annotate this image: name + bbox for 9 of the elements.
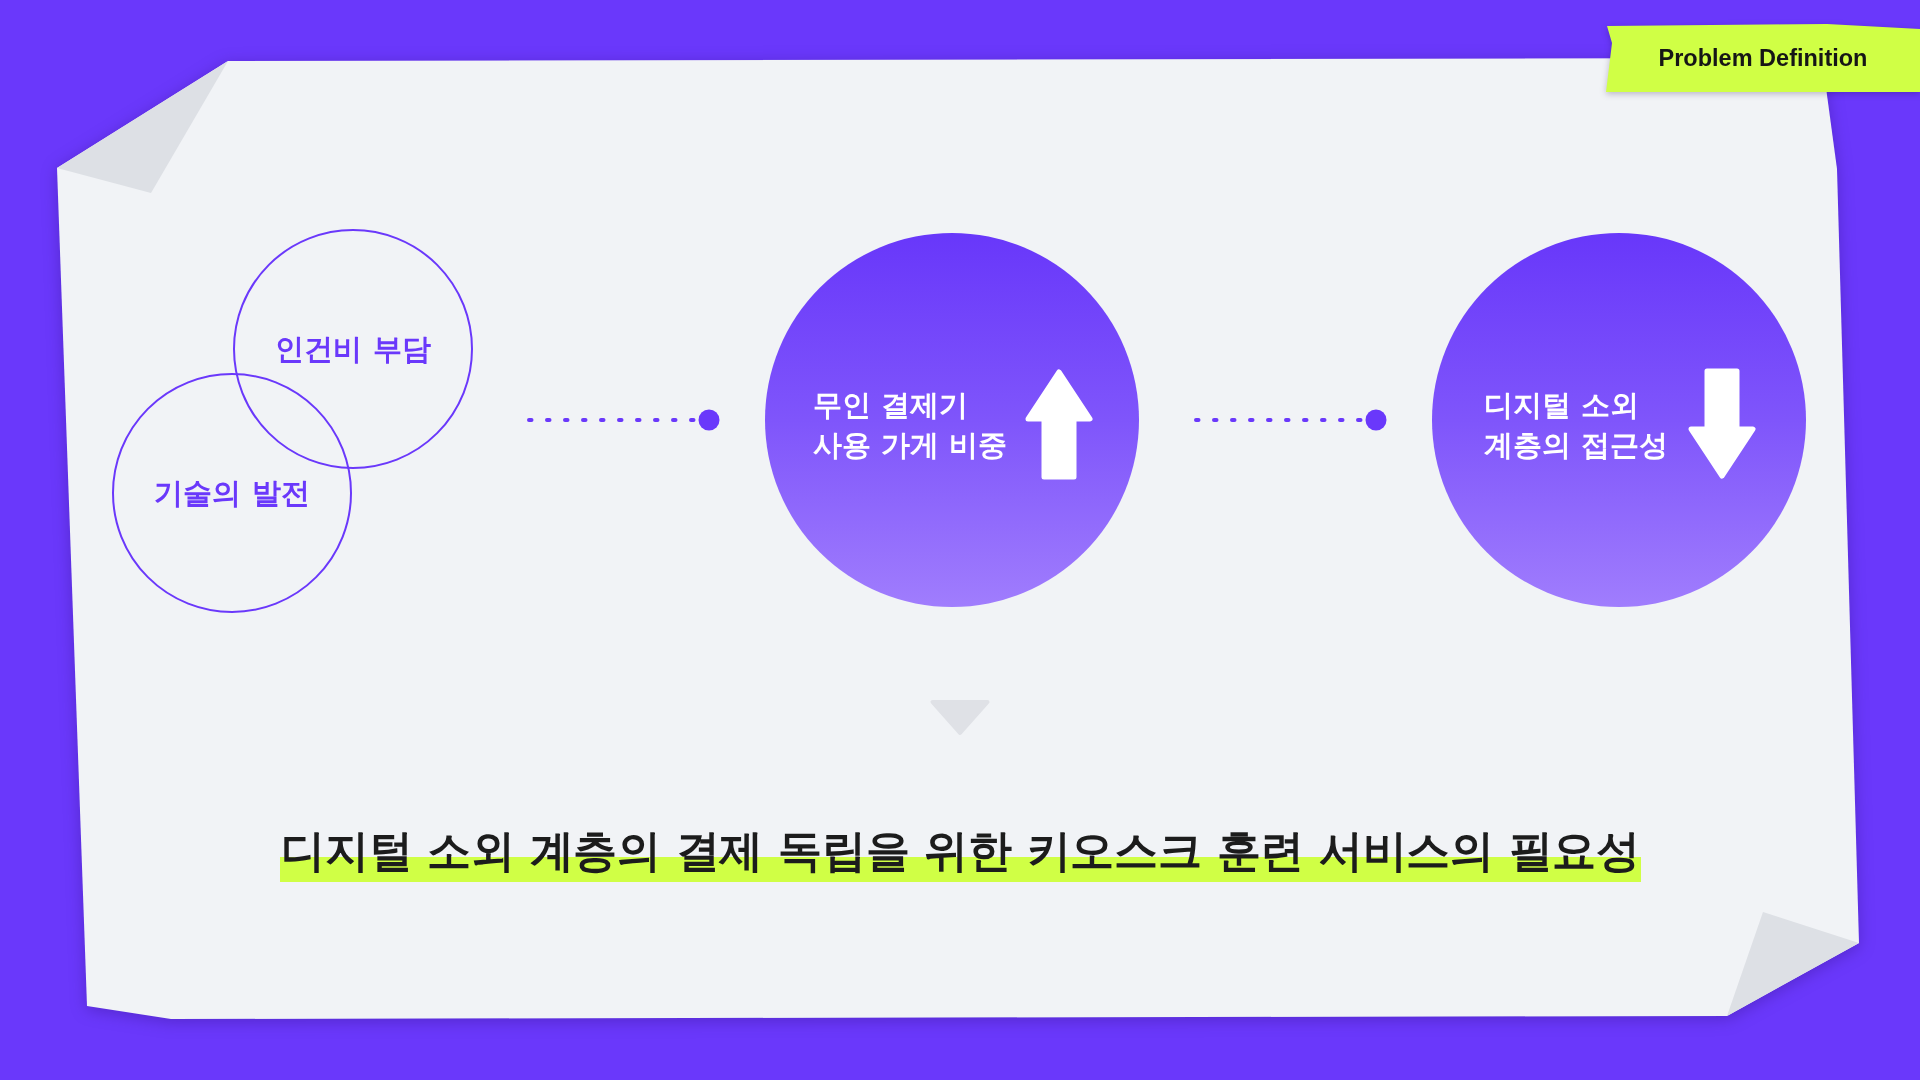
circle-label: 인건비 부담	[275, 331, 431, 367]
venn-circle	[112, 373, 352, 613]
dotted-connector	[527, 409, 720, 431]
circle-label: 디지털 소외 계층의 접근성	[1484, 387, 1670, 464]
venn-circle	[233, 229, 473, 469]
circle-label: 무인 결제기 사용 가게 비중	[813, 387, 1009, 464]
title-tag: Problem Definition	[1606, 24, 1920, 92]
circle-label: 기술의 발전	[154, 475, 310, 511]
dotted-connector	[1194, 409, 1387, 431]
